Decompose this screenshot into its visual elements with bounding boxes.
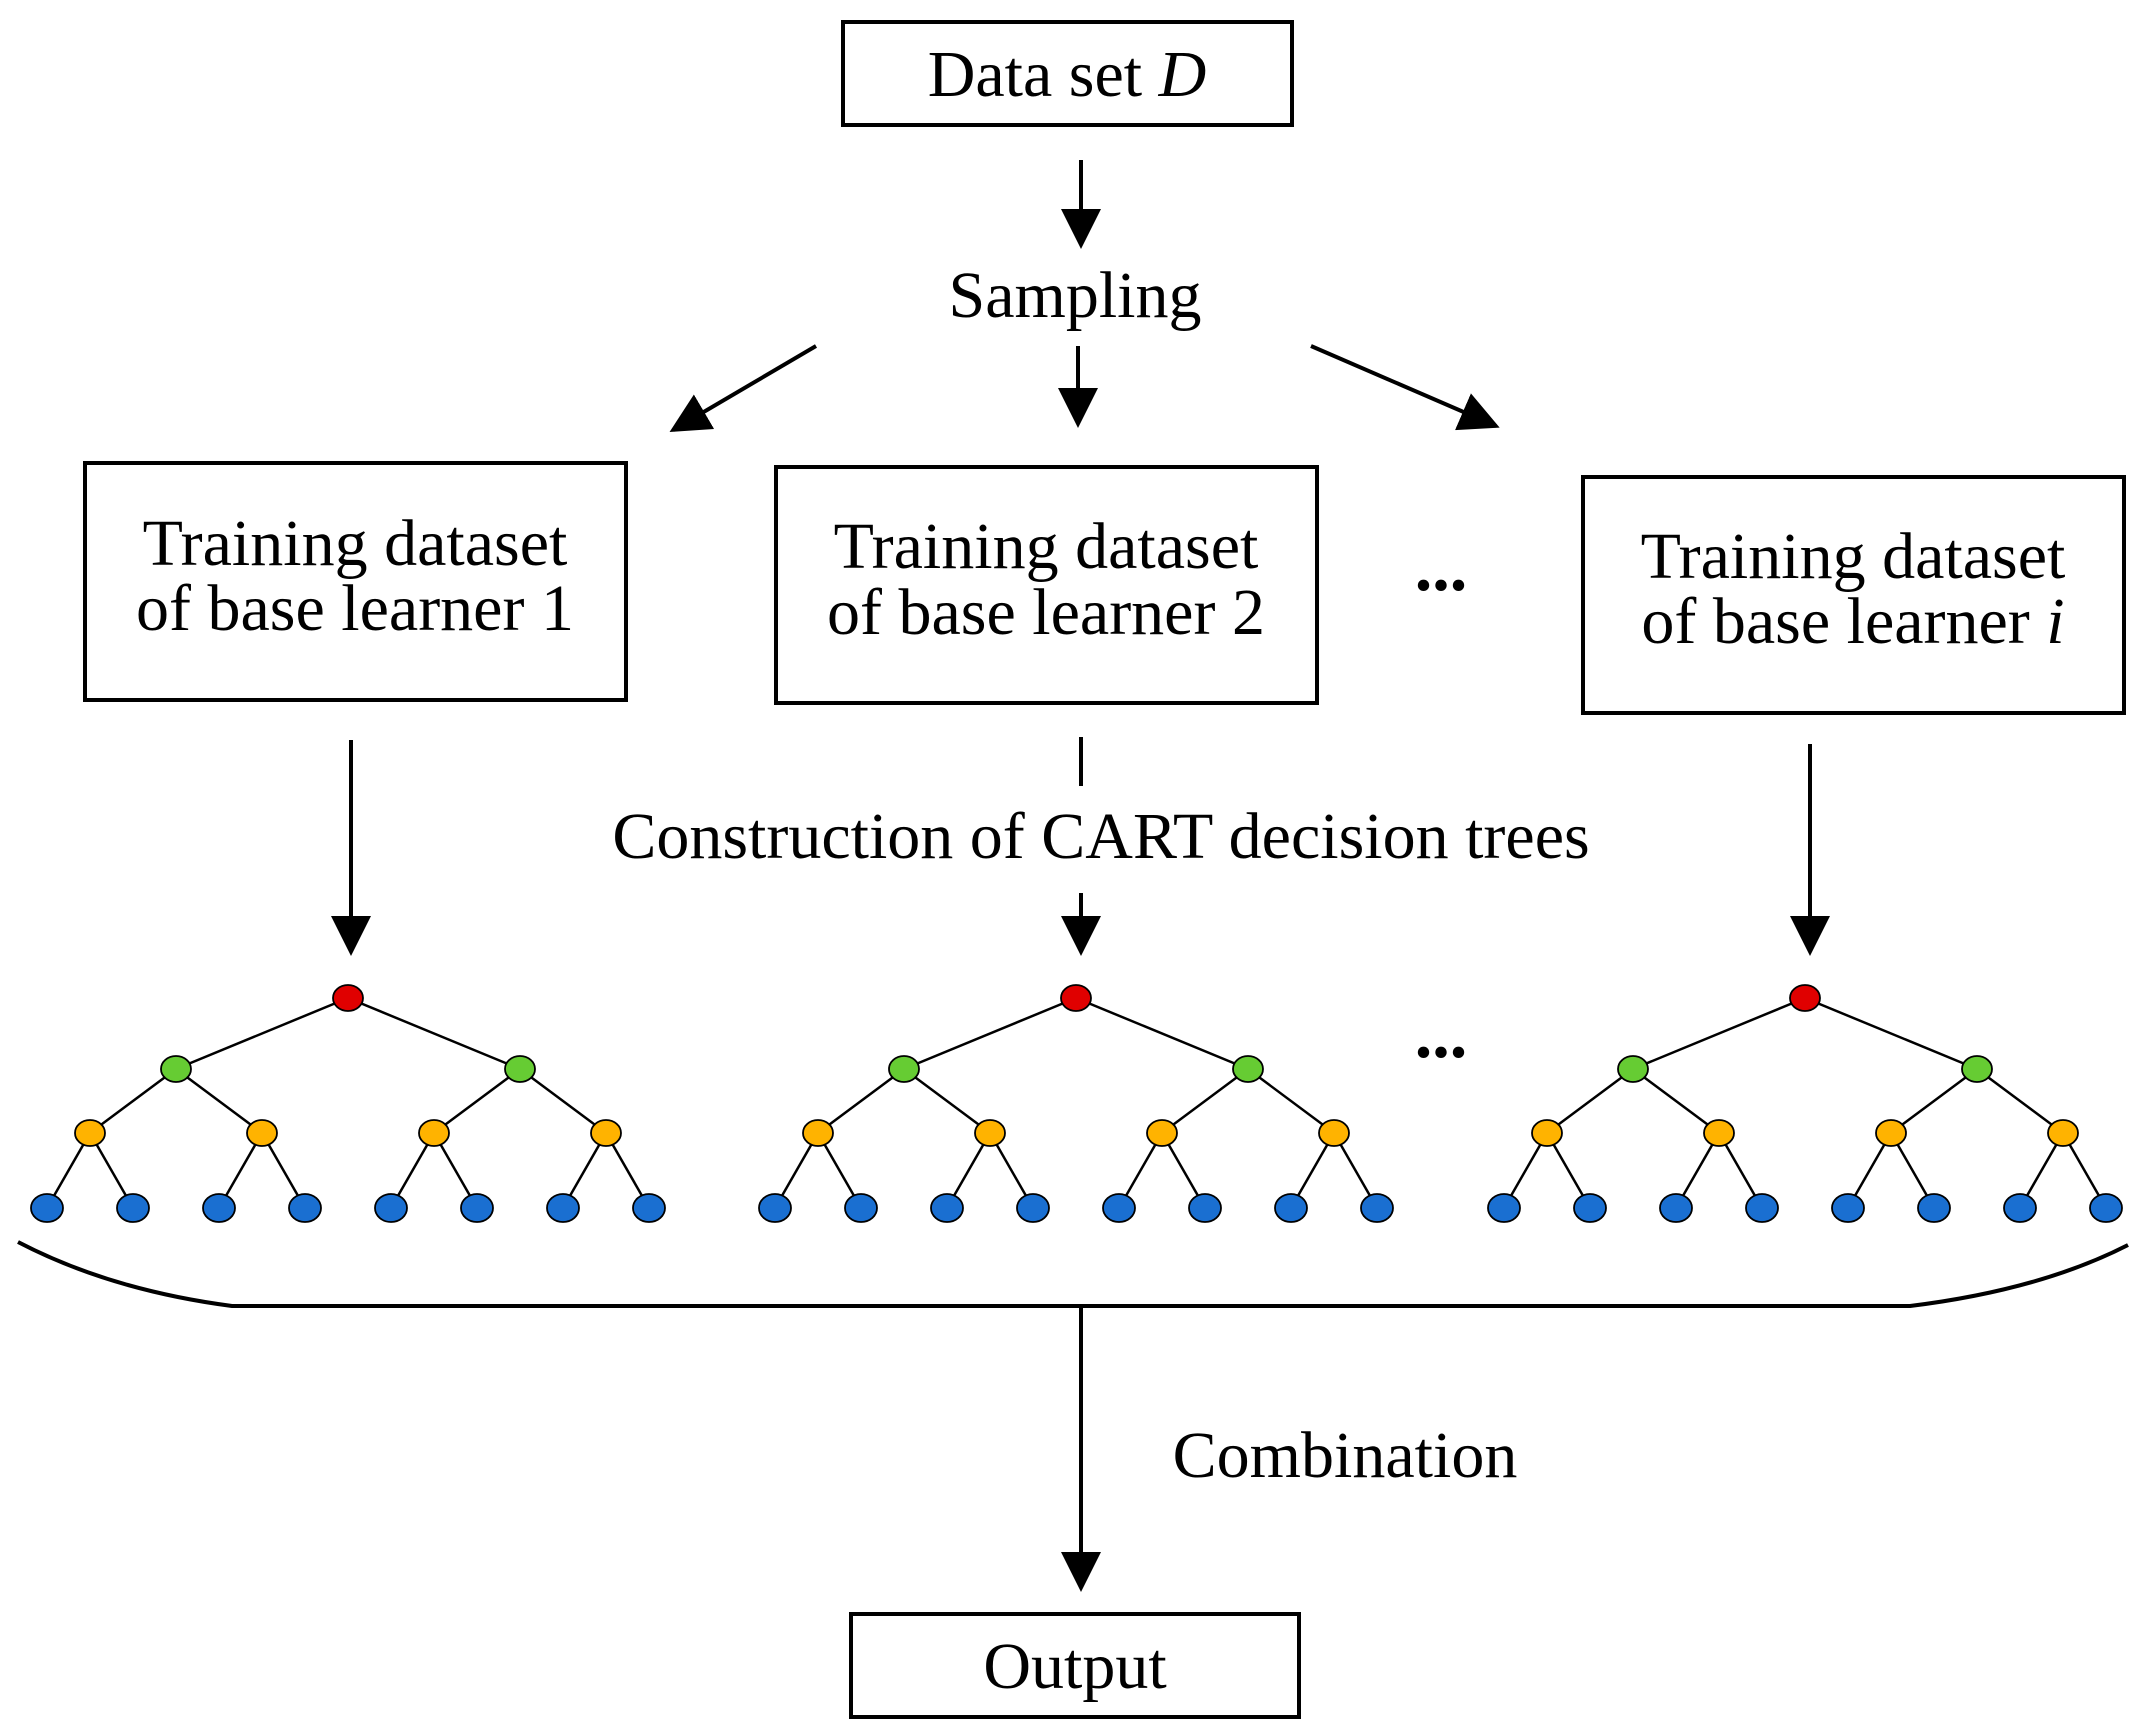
tree-2-edge	[1161, 1067, 1249, 1135]
training-dataset-node-2: Training dataset of base learner 2	[774, 465, 1319, 705]
tree-1-edge	[347, 996, 521, 1071]
tree-1-split-node	[504, 1055, 536, 1083]
tree-1-edge	[175, 1067, 263, 1135]
tree-i-split-node	[1531, 1119, 1563, 1147]
tree-i-leaf-node	[1487, 1193, 1521, 1223]
tree-2-edge	[1075, 996, 1249, 1071]
tree-2-root-node	[1060, 984, 1092, 1012]
training-dataset-i-line2: of base learner	[1641, 585, 2046, 658]
tree-2-leaf-node	[844, 1193, 878, 1223]
tree-2-split-node	[1146, 1119, 1178, 1147]
tree-1-split-node	[160, 1055, 192, 1083]
training-dataset-1-line2: of base learner	[136, 572, 541, 645]
tree-2-leaf-node	[1188, 1193, 1222, 1223]
tree-1-leaf-node	[460, 1193, 494, 1223]
sampling-label: Sampling	[948, 259, 1201, 332]
dataset-label: Data set	[928, 38, 1159, 111]
tree-2-edge	[903, 996, 1077, 1071]
training-dataset-2-index: 2	[1232, 576, 1265, 649]
tree-i-split-node	[2047, 1119, 2079, 1147]
tree-2-leaf-node	[1102, 1193, 1136, 1223]
dataset-node: Data set D	[841, 20, 1294, 127]
tree-i-leaf-node	[1831, 1193, 1865, 1223]
tree-1-leaf-node	[632, 1193, 666, 1223]
tree-1-leaf-node	[202, 1193, 236, 1223]
training-dataset-2-line2: of base learner	[827, 576, 1232, 649]
training-dataset-i-line1: Training dataset	[1641, 520, 2066, 593]
tree-i-root-node	[1789, 984, 1821, 1012]
tree-i-leaf-node	[1917, 1193, 1951, 1223]
tree-2-edge	[817, 1067, 905, 1135]
training-dataset-node-1: Training dataset of base learner 1	[83, 461, 628, 702]
tree-2-leaf-node	[1360, 1193, 1394, 1223]
output-label: Output	[983, 1630, 1166, 1703]
tree-i-edge	[1546, 1067, 1634, 1135]
construction-label: Construction of CART decision trees	[612, 800, 1589, 873]
arrow-sampling-to-learner-1	[669, 344, 818, 433]
tree-2-leaf-node	[758, 1193, 792, 1223]
training-dataset-i-index: i	[2046, 585, 2064, 658]
tree-i-leaf-node	[1745, 1193, 1779, 1223]
dataset-variable: D	[1158, 38, 1207, 111]
tree-i-leaf-node	[2089, 1193, 2123, 1223]
tree-1-edge	[89, 1067, 177, 1135]
cart-tree-i	[1487, 984, 2123, 1223]
svg-text:of base learner 1: of base learner 1	[136, 572, 574, 645]
training-dataset-2-line1: Training dataset	[834, 510, 1259, 583]
cart-tree-2	[758, 984, 1394, 1223]
tree-1-leaf-node	[116, 1193, 150, 1223]
svg-text:Data set D: Data set D	[928, 38, 1207, 111]
tree-2-edge	[1247, 1067, 1335, 1135]
tree-i-leaf-node	[1573, 1193, 1607, 1223]
tree-i-leaf-node	[1659, 1193, 1693, 1223]
arrow-sampling-to-learner-i	[1310, 344, 1500, 431]
tree-1-edge	[175, 996, 349, 1071]
tree-i-split-node	[1703, 1119, 1735, 1147]
training-dataset-node-i: Training dataset of base learner i	[1581, 475, 2126, 715]
tree-2-edge	[903, 1067, 991, 1135]
svg-text:of base learner i: of base learner i	[1641, 585, 2064, 658]
combination-brace	[17, 1240, 2129, 1308]
tree-1-edge	[433, 1067, 521, 1135]
tree-2-leaf-node	[930, 1193, 964, 1223]
tree-2-split-node	[1318, 1119, 1350, 1147]
tree-1-root-node	[332, 984, 364, 1012]
tree-2-split-node	[974, 1119, 1006, 1147]
training-dataset-1-index: 1	[541, 572, 574, 645]
tree-1-split-node	[590, 1119, 622, 1147]
tree-1-leaf-node	[546, 1193, 580, 1223]
tree-1-leaf-node	[30, 1193, 64, 1223]
tree-1-split-node	[74, 1119, 106, 1147]
tree-i-edge	[1632, 1067, 1720, 1135]
tree-i-split-node	[1617, 1055, 1649, 1083]
tree-1-split-node	[246, 1119, 278, 1147]
learners-ellipsis: ...	[1415, 529, 1468, 606]
trees-ellipsis: ...	[1415, 996, 1468, 1073]
svg-text:of base learner 2: of base learner 2	[827, 576, 1265, 649]
tree-i-edge	[1890, 1067, 1978, 1135]
tree-2-split-node	[888, 1055, 920, 1083]
tree-i-leaf-node	[2003, 1193, 2037, 1223]
output-node: Output	[849, 1612, 1301, 1719]
tree-i-split-node	[1875, 1119, 1907, 1147]
tree-i-split-node	[1961, 1055, 1993, 1083]
tree-2-leaf-node	[1016, 1193, 1050, 1223]
cart-tree-1	[30, 984, 666, 1223]
tree-1-leaf-node	[374, 1193, 408, 1223]
tree-1-edge	[519, 1067, 607, 1135]
tree-1-leaf-node	[288, 1193, 322, 1223]
tree-i-edge	[1976, 1067, 2064, 1135]
combination-label: Combination	[1173, 1419, 1518, 1492]
tree-2-split-node	[1232, 1055, 1264, 1083]
tree-i-edge	[1804, 996, 1978, 1071]
training-dataset-1-line1: Training dataset	[143, 507, 568, 580]
tree-2-split-node	[802, 1119, 834, 1147]
tree-i-edge	[1632, 996, 1806, 1071]
tree-2-leaf-node	[1274, 1193, 1308, 1223]
tree-1-split-node	[418, 1119, 450, 1147]
